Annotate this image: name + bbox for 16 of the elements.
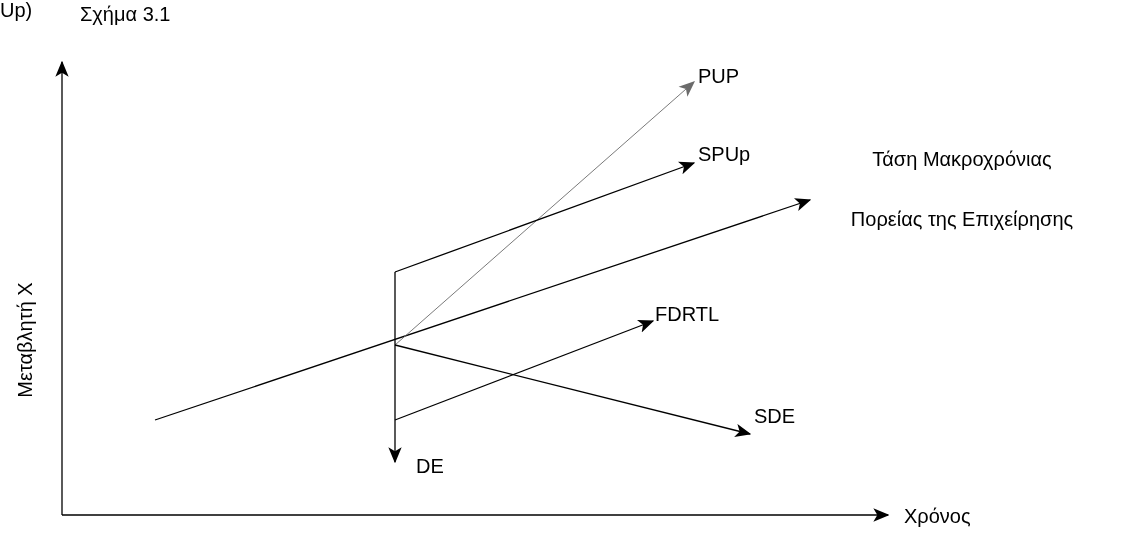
arrow	[394, 161, 696, 273]
line-label: SDE	[754, 402, 796, 430]
cut-off-text: Up)	[0, 0, 33, 20]
arrow	[154, 198, 812, 421]
line-label: SPUp	[698, 140, 751, 168]
line-label: DE	[416, 452, 444, 480]
figure-title: Σχήμα 3.1	[80, 2, 171, 27]
label-line: Πορείας της Επιχείρησης	[850, 207, 1074, 232]
arrow	[394, 320, 655, 421]
arrow	[394, 344, 752, 437]
line-label: PUP	[698, 62, 740, 90]
arrow	[388, 271, 402, 464]
axis-label: Μεταβλητή X	[13, 282, 37, 398]
label-line: Τάση Μακροχρόνιας	[872, 147, 1052, 172]
line-label: FDRTL	[655, 300, 720, 328]
axis-label: Χρόνος	[904, 504, 971, 529]
